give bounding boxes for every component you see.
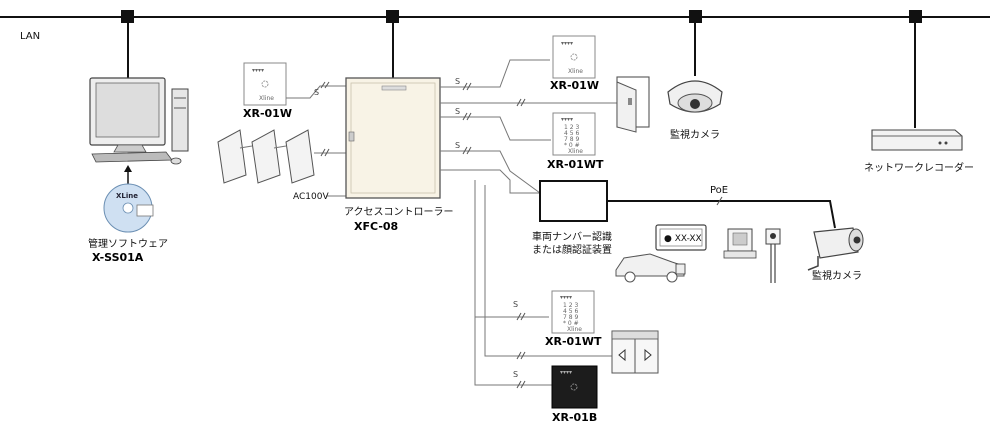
top-reader-label: XR-01W — [550, 79, 599, 92]
door — [616, 76, 650, 133]
bullet-camera — [807, 227, 864, 271]
svg-text:S: S — [513, 370, 518, 379]
face-recognition-terminal — [723, 228, 757, 259]
keypad-reader-bottom-label: XR-01WT — [545, 335, 602, 348]
recorder-label: ネットワークレコーダー — [864, 161, 974, 174]
access-controller-cabinet — [345, 77, 441, 199]
keypad-reader-bottom-device — [551, 290, 595, 334]
controller-model: XFC-08 — [354, 220, 398, 233]
management-pc — [89, 77, 189, 165]
svg-text:S: S — [455, 141, 460, 150]
top-reader-device — [552, 35, 596, 79]
bullet-camera-label: 監視カメラ — [812, 269, 862, 282]
poe-label: PoE — [710, 185, 728, 196]
keypad-reader-top-device — [552, 112, 596, 156]
power-label: AC100V — [293, 192, 329, 202]
software-model: X-SS01A — [92, 251, 144, 264]
svg-text:S: S — [455, 107, 460, 116]
turnstile-gate — [217, 129, 315, 184]
recognition-line2: または顔認証装置 — [532, 243, 612, 256]
automatic-door — [611, 330, 659, 374]
disc-logo: XLine — [116, 192, 138, 200]
recognition-unit — [539, 180, 608, 222]
network-recorder — [871, 129, 963, 151]
keypad-reader-top-label: XR-01WT — [547, 158, 604, 171]
black-reader-device: ▾▾▾▾ — [551, 365, 598, 409]
lan-hub-camera — [689, 10, 702, 23]
svg-text:S: S — [455, 77, 460, 86]
left-reader-device — [243, 62, 287, 106]
plate-text: ● XX-XX — [664, 234, 702, 244]
svg-text:S: S — [314, 88, 319, 97]
license-plate-display: ● XX-XX — [655, 224, 707, 251]
black-reader-label: XR-01B — [552, 411, 597, 424]
controller-name: アクセスコントローラー — [344, 206, 454, 218]
lan-hub-pc — [121, 10, 134, 23]
lan-label: LAN — [20, 31, 40, 42]
lan-hub-controller — [386, 10, 399, 23]
dome-camera-label: 監視カメラ — [670, 128, 720, 141]
lan-hub-recorder — [909, 10, 922, 23]
svg-text:▾▾▾▾: ▾▾▾▾ — [560, 369, 572, 376]
svg-text:S: S — [513, 300, 518, 309]
software-name: 管理ソフトウェア — [88, 237, 168, 250]
left-reader-label: XR-01W — [243, 107, 292, 120]
car — [615, 253, 686, 283]
software-disc: XLine — [103, 183, 154, 233]
pole-camera — [765, 228, 781, 283]
dome-camera — [667, 80, 723, 113]
recognition-line1: 車両ナンバー認識 — [532, 230, 612, 243]
